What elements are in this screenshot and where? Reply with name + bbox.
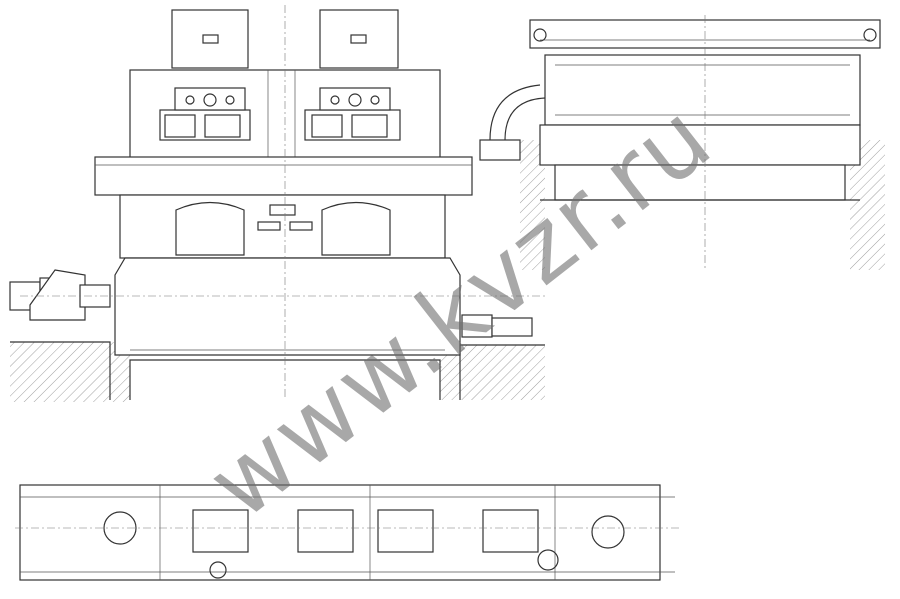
shaft-right [591,515,625,549]
side-view [479,15,885,270]
drive-unit-left [159,87,251,141]
foundation-left [10,342,130,402]
inspection-door-left [175,201,245,256]
lower-section [539,124,861,166]
side-motor-right [461,314,533,338]
drive-unit-right [304,87,401,141]
shaft-left [103,511,137,545]
plan-view [15,484,680,581]
front-view [9,5,545,402]
lower-tank [114,257,461,356]
drum [544,54,861,126]
inspection-door-right [321,201,391,256]
side-motor-left [9,269,111,321]
main-beam [94,156,473,196]
